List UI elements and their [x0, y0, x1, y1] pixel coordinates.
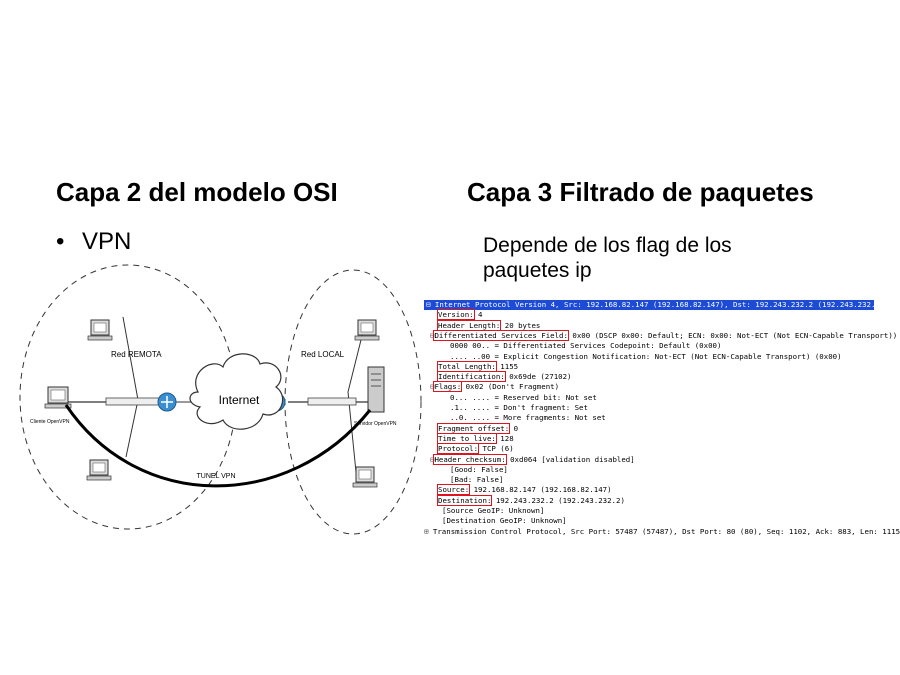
field-key: Destination:	[436, 494, 493, 506]
field-row[interactable]: .... ..00 = Explicit Congestion Notifica…	[450, 351, 842, 361]
remote-pc-bottom-icon	[86, 459, 112, 481]
field-row[interactable]: .1.. .... = Don't fragment: Set	[450, 403, 588, 412]
field-key: Identification:	[437, 371, 506, 383]
server-label: Servidor OpenVPN	[354, 421, 397, 427]
field-row[interactable]: Fragment offset: 0	[436, 422, 519, 434]
bullet-dot-icon: •	[56, 228, 65, 255]
internet-cloud-icon	[189, 353, 284, 430]
field-key: Flags:	[433, 381, 463, 393]
tunnel-label: TUNEL VPN	[196, 473, 235, 480]
client-pc-icon	[44, 386, 72, 409]
left-slide-heading: Capa 2 del modelo OSI	[56, 177, 338, 207]
field-key: Total Length:	[437, 360, 497, 372]
bullet-text: VPN	[82, 228, 132, 255]
expand-icon[interactable]: ⊟	[430, 330, 435, 340]
field-row[interactable]: 0000 00.. = Differentiated Services Code…	[450, 341, 722, 351]
local-pc-top-icon	[354, 319, 380, 341]
tcp-header-row[interactable]: ⊞ Transmission Control Protocol, Src Por…	[424, 527, 900, 537]
field-key: Source:	[436, 484, 471, 496]
field-key: Time to live:	[437, 432, 497, 444]
field-key: Fragment offset:	[436, 422, 511, 434]
field-row[interactable]: Total Length: 1155	[437, 360, 519, 372]
field-key: Differentiated Services Field:	[433, 329, 569, 341]
server-icon	[367, 366, 385, 413]
field-row[interactable]: Source: 192.168.82.147 (192.168.82.147)	[436, 484, 612, 496]
field-row[interactable]: ..0. .... = More fragments: Not set	[450, 413, 606, 423]
field-row[interactable]: Header Length: 20 bytes	[436, 319, 541, 331]
switch-remote	[105, 397, 162, 406]
field-row[interactable]: [Good: False]	[450, 464, 508, 474]
field-row[interactable]: Version: 4	[437, 309, 483, 321]
router-remote-icon	[157, 392, 177, 412]
field-key: Header checksum:	[433, 453, 507, 465]
bullet-item: • VPN	[56, 228, 131, 256]
field-row[interactable]: Protocol: TCP (6)	[436, 443, 514, 455]
right-subtitle: Depende de los flag de los paquetes ip	[483, 234, 732, 282]
internet-label: Internet	[219, 393, 260, 407]
ip-header-row[interactable]: ⊟ Internet Protocol Version 4, Src: 192.…	[424, 300, 885, 311]
switch-local	[307, 397, 357, 406]
expand-icon[interactable]: ⊟	[430, 382, 435, 392]
expand-icon[interactable]: ⊟	[430, 454, 435, 464]
remote-pc-top-icon	[87, 319, 113, 341]
field-key: Version:	[437, 309, 475, 321]
field-row[interactable]: Time to live: 128	[437, 432, 514, 444]
ip-header-text: Internet Protocol Version 4, Src: 192.16…	[434, 300, 885, 309]
expand-icon[interactable]: ⊞	[424, 526, 429, 536]
packet-details-panel: ⊟ Internet Protocol Version 4, Src: 192.…	[424, 300, 900, 600]
local-network-label: Red LOCAL	[301, 350, 345, 359]
field-row[interactable]: [Bad: False]	[450, 475, 504, 485]
field-row[interactable]: ⊟Flags: 0x02 (Don't Fragment)	[430, 381, 560, 393]
field-row[interactable]: Destination: 192.243.232.2 (192.243.232.…	[436, 494, 625, 506]
field-row[interactable]: 0... .... = Reserved bit: Not set	[450, 392, 597, 402]
local-pc-bottom-icon	[352, 466, 378, 488]
right-slide-heading: Capa 3 Filtrado de paquetes	[467, 177, 814, 207]
client-label: Cliente OpenVPN	[30, 419, 70, 425]
vpn-network-diagram: Internet Red REMOTA Red LOCAL Cliente Op…	[19, 264, 422, 535]
field-key: Header Length:	[436, 319, 502, 331]
field-row[interactable]: ⊟Header checksum: 0xd064 [validation dis…	[430, 453, 635, 465]
remote-network-label: Red REMOTA	[111, 350, 162, 359]
field-row[interactable]: Identification: 0x69de (27102)	[437, 371, 572, 383]
field-row[interactable]: [Destination GeoIP: Unknown]	[442, 516, 567, 526]
field-key: Protocol:	[436, 443, 480, 455]
field-row[interactable]: ⊟Differentiated Services Field: 0x00 (DS…	[430, 329, 898, 341]
vpn-tunnel-line	[64, 404, 372, 488]
tcp-header-text: Transmission Control Protocol, Src Port:…	[432, 526, 900, 536]
field-row[interactable]: [Source GeoIP: Unknown]	[442, 506, 545, 515]
